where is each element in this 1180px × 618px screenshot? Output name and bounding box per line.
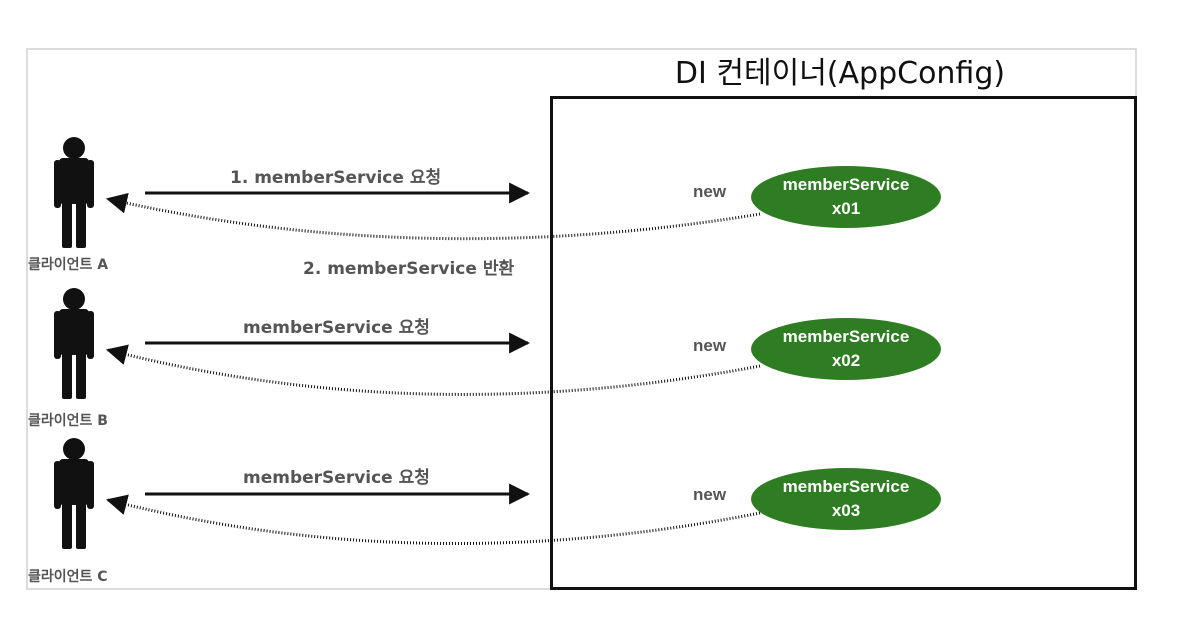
member-service-x02: memberService x02	[751, 318, 941, 380]
service-name: memberService	[782, 175, 910, 194]
service-name: memberService	[782, 327, 910, 346]
person-icon-client-a	[54, 137, 94, 248]
person-icon-client-c	[54, 438, 94, 549]
member-service-x03: memberService x03	[751, 468, 941, 530]
client-label-b: 클라이언트 B	[28, 413, 108, 429]
client-label-a: 클라이언트 A	[28, 257, 109, 273]
service-name: memberService	[782, 477, 910, 496]
service-id: x02	[831, 351, 861, 370]
return-arrow-c	[105, 494, 761, 546]
member-service-x01: memberService x01	[751, 166, 941, 228]
person-icon-client-b	[54, 288, 94, 399]
service-id: x03	[831, 501, 861, 520]
request-label-c: memberService 요청	[243, 468, 430, 488]
service-id: x01	[831, 199, 861, 218]
request-label-a: 1. memberService 요청	[230, 168, 442, 188]
di-container-box	[550, 96, 1137, 590]
return-arrow-a	[105, 192, 761, 241]
container-title: DI 컨테이너(AppConfig)	[674, 56, 1006, 91]
new-label-2: new	[693, 336, 727, 355]
request-label-b: memberService 요청	[243, 318, 430, 338]
client-label-c: 클라이언트 C	[28, 569, 108, 585]
return-arrow-b	[105, 344, 761, 396]
new-label-1: new	[693, 182, 727, 201]
return-label-a: 2. memberService 반환	[303, 259, 515, 279]
new-label-3: new	[693, 485, 727, 504]
